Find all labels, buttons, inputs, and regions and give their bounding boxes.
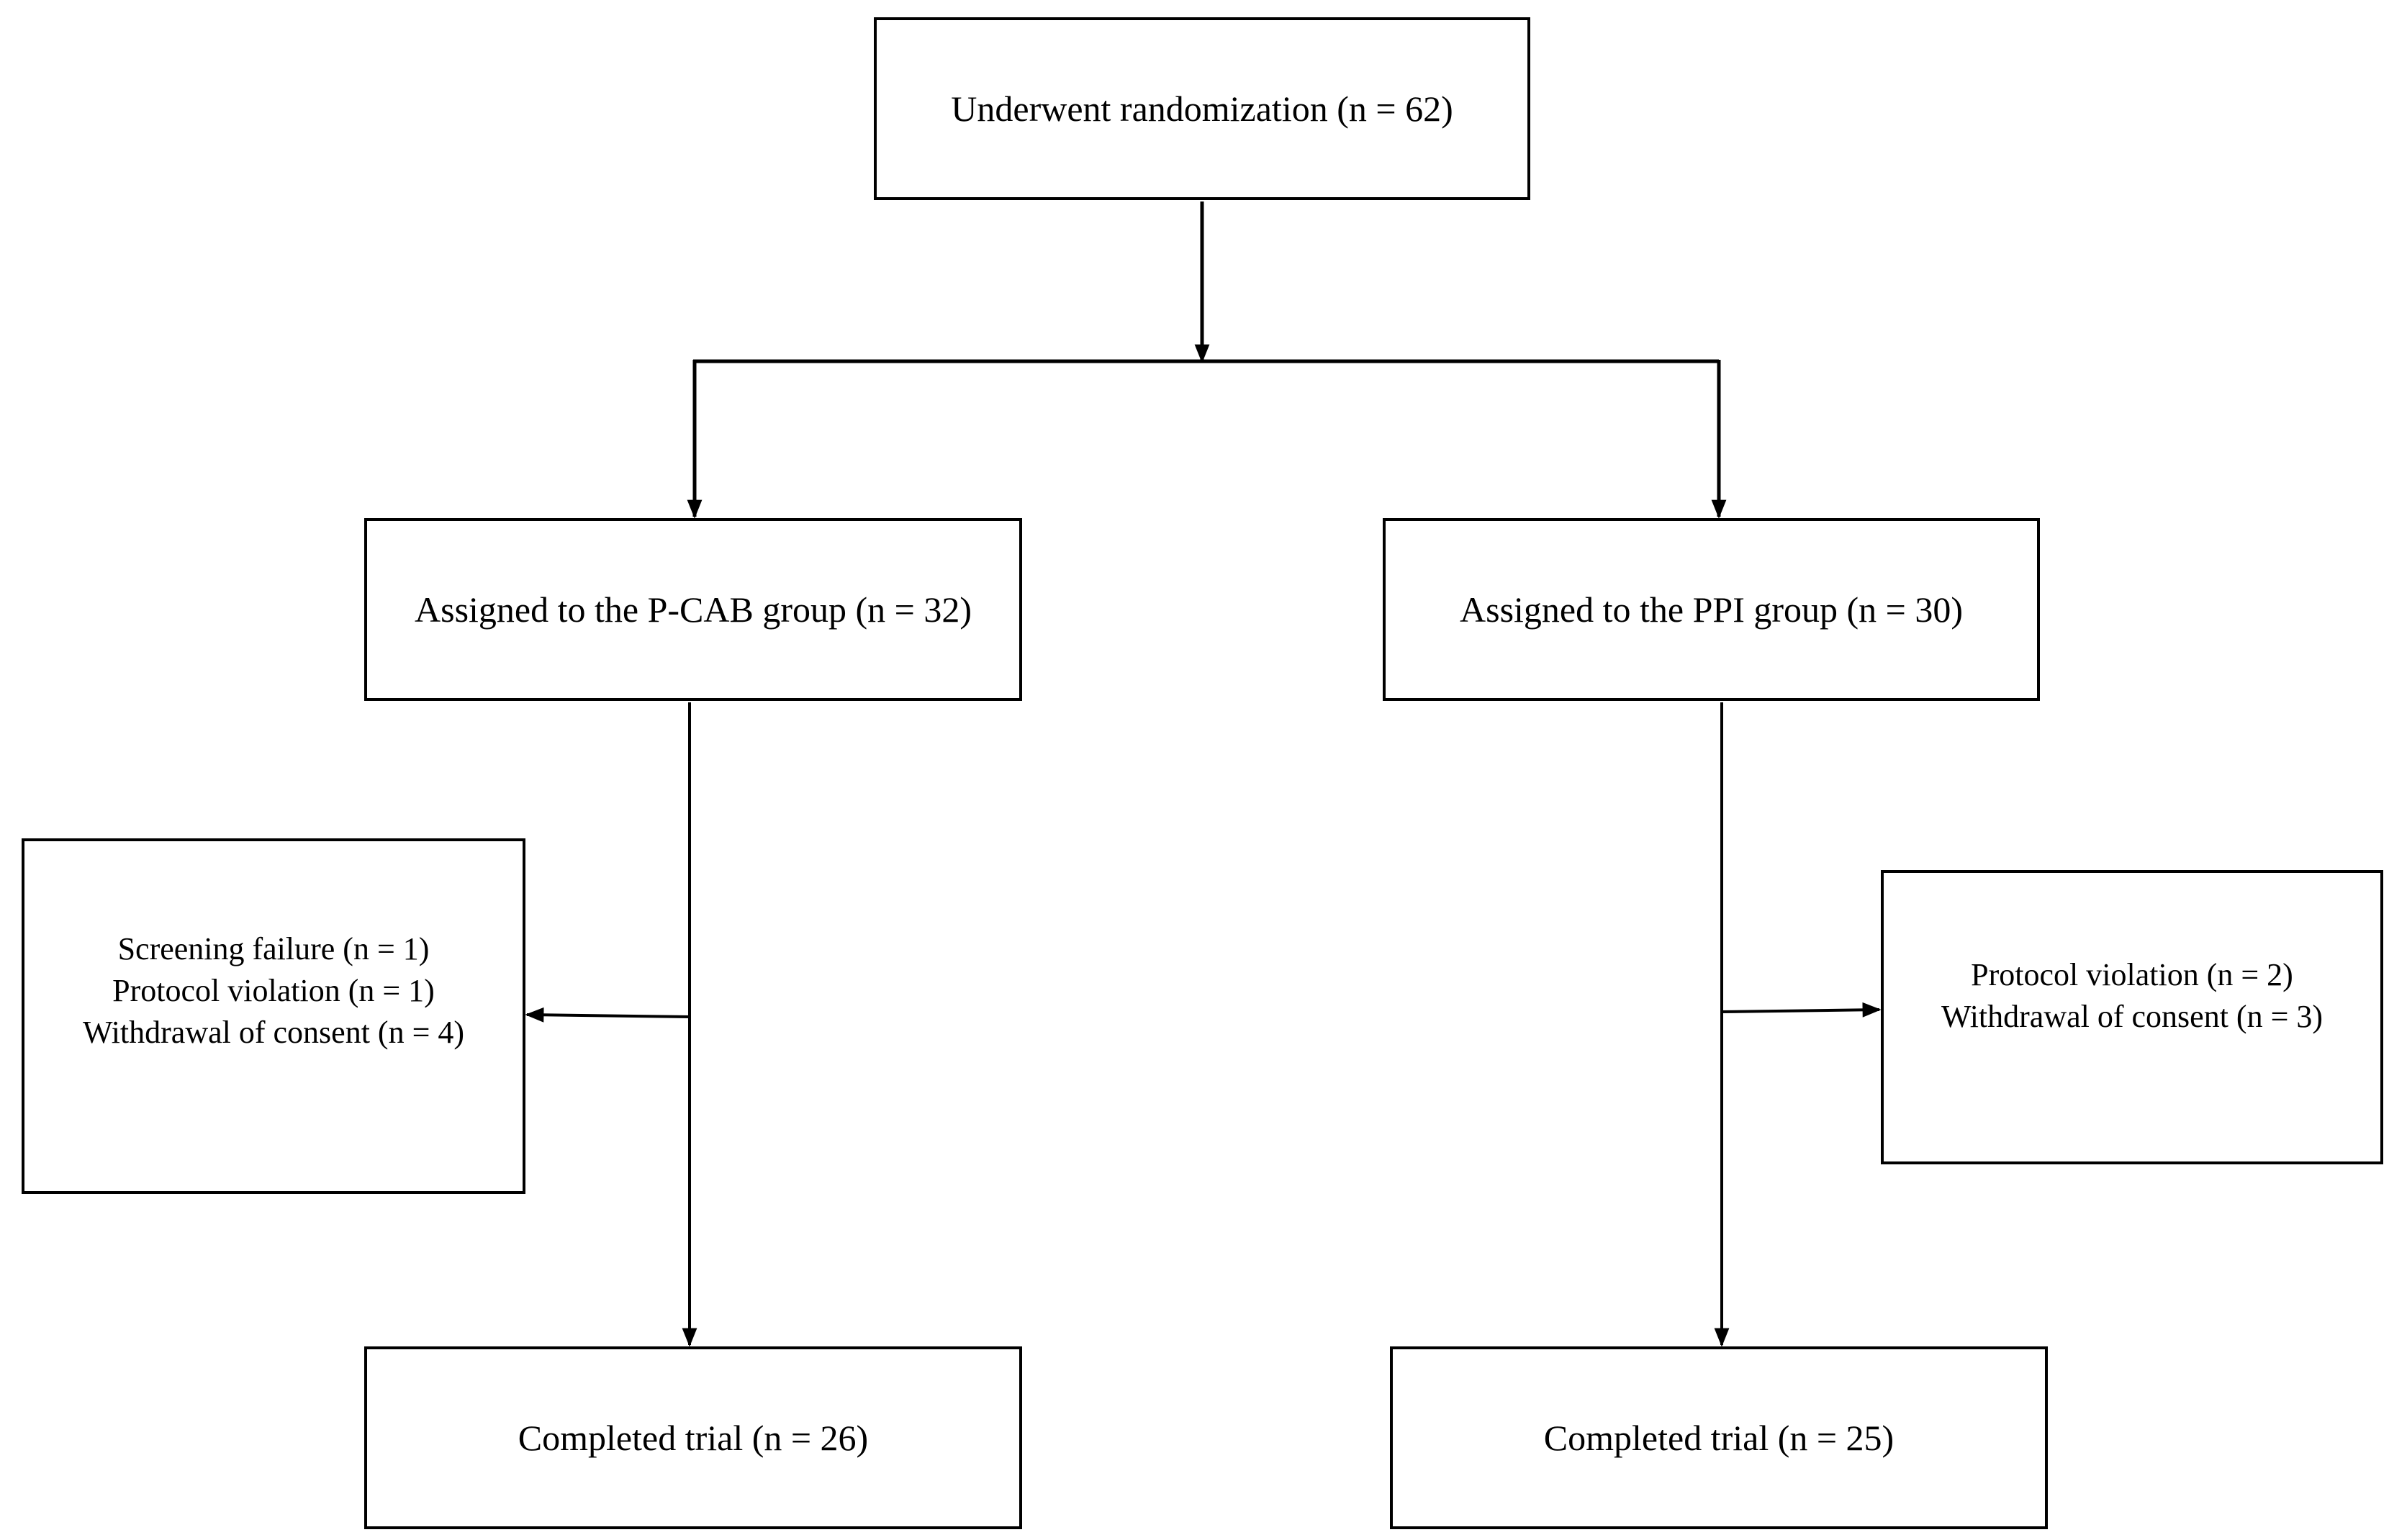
ppi-exclusion-withdrawal: Withdrawal of consent (n = 3) [1941, 998, 2323, 1034]
arrow-pcab-to-exclusions [525, 1007, 690, 1023]
pcab-exclusion-screening-failure: Screening failure (n = 1) [117, 931, 430, 966]
pcab-exclusions-box: Screening failure (n = 1) Protocol viola… [22, 838, 525, 1194]
ppi-exclusion-protocol-violation: Protocol violation (n = 2) [1971, 956, 2293, 992]
arrow-ppi-to-exclusions [1721, 1002, 1882, 1018]
randomization-label: Underwent randomization (n = 62) [951, 89, 1453, 129]
pcab-group-box: Assigned to the P-CAB group (n = 32) [364, 518, 1022, 701]
ppi-group-label: Assigned to the PPI group (n = 30) [1460, 589, 1963, 630]
pcab-group-label: Assigned to the P-CAB group (n = 32) [415, 589, 972, 630]
ppi-completed-box: Completed trial (n = 25) [1390, 1346, 2048, 1529]
ppi-group-box: Assigned to the PPI group (n = 30) [1383, 518, 2040, 701]
pcab-completed-label: Completed trial (n = 26) [518, 1418, 869, 1458]
randomization-box: Underwent randomization (n = 62) [874, 17, 1530, 200]
ppi-exclusions-box: Protocol violation (n = 2) Withdrawal of… [1881, 870, 2383, 1164]
ppi-completed-label: Completed trial (n = 25) [1543, 1418, 1895, 1458]
pcab-completed-box: Completed trial (n = 26) [364, 1346, 1022, 1529]
pcab-exclusion-protocol-violation: Protocol violation (n = 1) [112, 973, 435, 1008]
pcab-exclusion-withdrawal: Withdrawal of consent (n = 4) [82, 1015, 465, 1050]
